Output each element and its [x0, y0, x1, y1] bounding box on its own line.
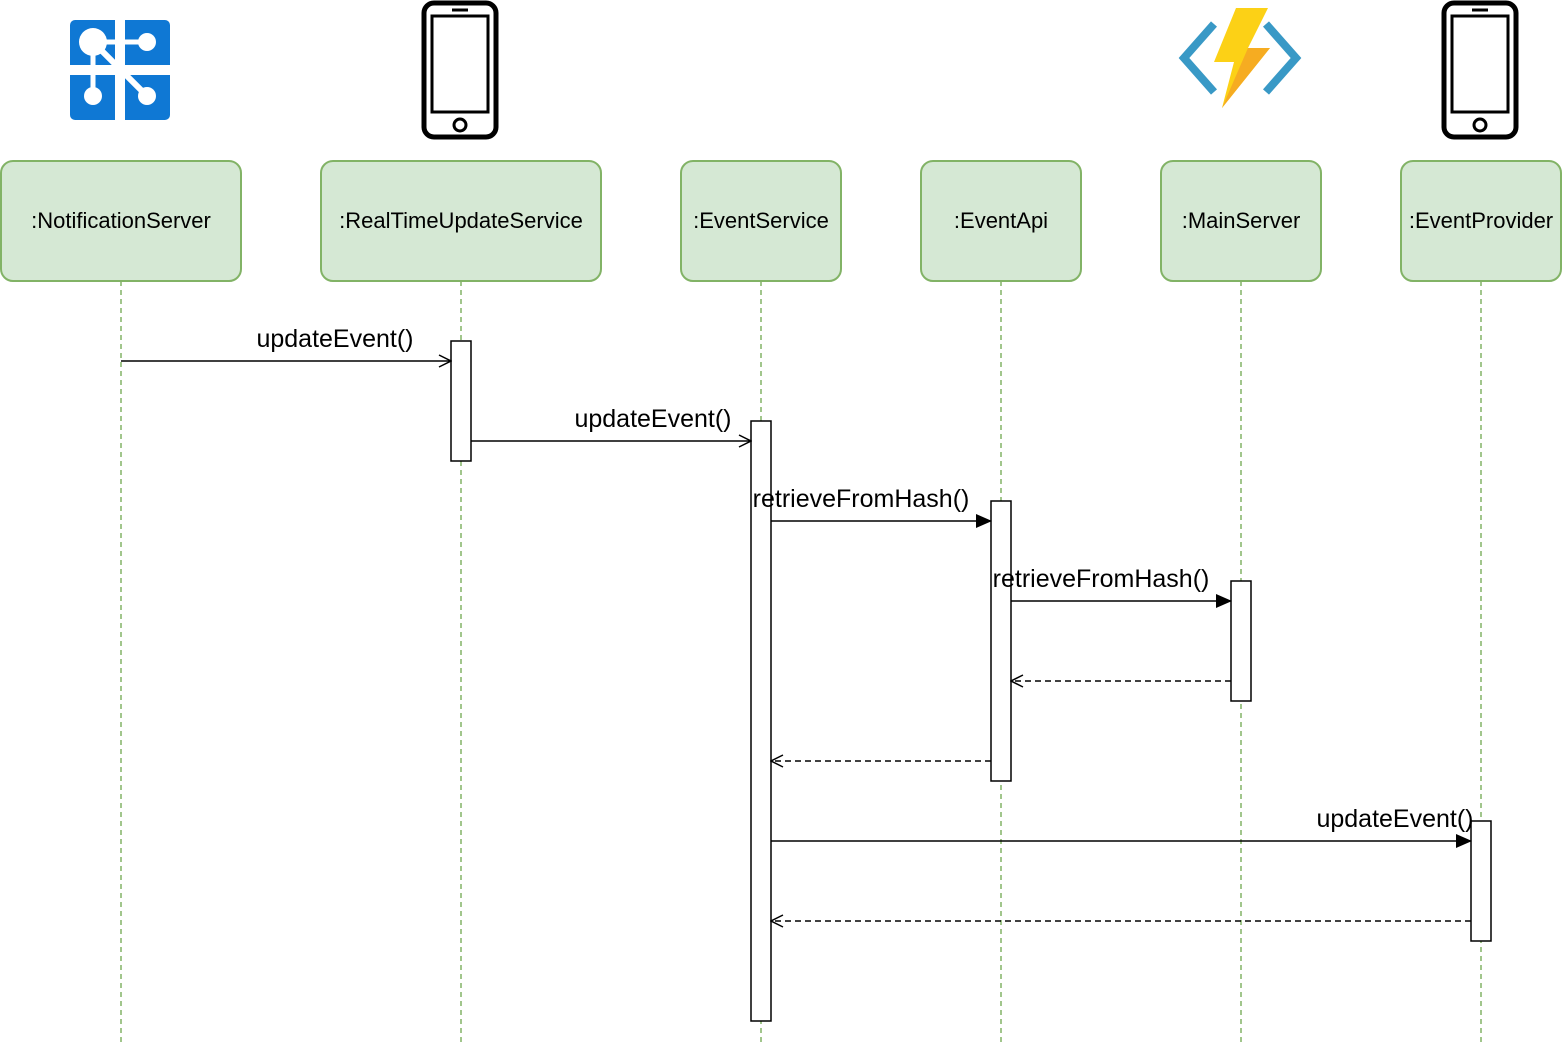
participant-label: :EventService: [693, 208, 829, 233]
message-label: updateEvent(): [256, 325, 413, 353]
participant-label: :RealTimeUpdateService: [339, 208, 583, 233]
notification-hub-icon: [70, 20, 170, 120]
activation-mainserver: [1230, 580, 1252, 702]
message-m7: updateEvent(): [771, 805, 1474, 848]
participant-eventprovider: :EventProvider: [1400, 160, 1562, 282]
lifelines: [120, 281, 1482, 1042]
smartphone-icon-provider: [1441, 0, 1519, 140]
participant-notification: :NotificationServer: [0, 160, 242, 282]
participant-label: :EventApi: [954, 208, 1048, 233]
activation-eventprovider: [1470, 820, 1492, 942]
activations: [450, 340, 1492, 1022]
message-m1: updateEvent(): [121, 325, 451, 361]
activation-eventservice: [750, 420, 772, 1022]
participant-eventservice: :EventService: [680, 160, 842, 282]
participant-mainserver: :MainServer: [1160, 160, 1322, 282]
participant-label: :EventProvider: [1409, 208, 1553, 233]
activation-eventapi: [990, 500, 1012, 782]
message-m3: retrieveFromHash(): [753, 485, 992, 528]
message-m2: updateEvent(): [471, 405, 751, 441]
participant-eventapi: :EventApi: [920, 160, 1082, 282]
azure-function-icon: [1178, 8, 1302, 108]
message-label: retrieveFromHash(): [753, 485, 970, 513]
smartphone-icon: [421, 0, 499, 140]
message-m4: retrieveFromHash(): [993, 565, 1232, 608]
participant-label: :NotificationServer: [31, 208, 211, 233]
message-label: retrieveFromHash(): [993, 565, 1210, 593]
activation-realtime: [450, 340, 472, 462]
participant-realtime: :RealTimeUpdateService: [320, 160, 602, 282]
message-label: updateEvent(): [574, 405, 731, 433]
participant-label: :MainServer: [1182, 208, 1301, 233]
message-label: updateEvent(): [1316, 805, 1473, 833]
